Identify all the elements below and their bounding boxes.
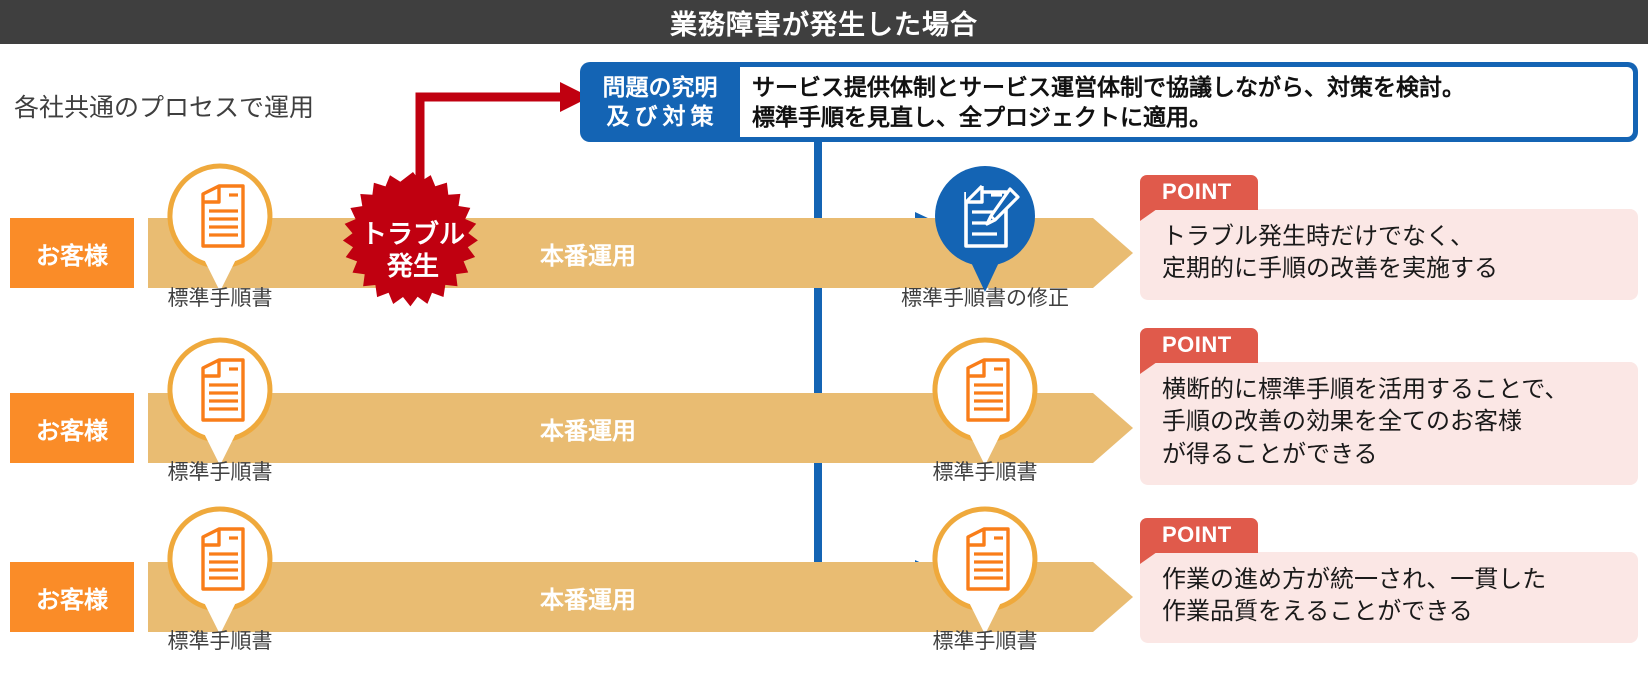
point-tag-3: POINT [1140, 518, 1258, 564]
trouble-badge-line2: 発生 [386, 251, 439, 281]
trouble-badge-text: トラブル 発生 [332, 170, 494, 332]
document-icon [932, 337, 1038, 466]
point-2-line3: が得ることができる [1162, 440, 1378, 468]
pin-caption-row3-start: 標準手順書 [167, 630, 273, 653]
left-caption: 各社共通のプロセスで運用 [14, 94, 315, 122]
point-tag-1: POINT [1140, 175, 1258, 221]
process-row-3: お客様 本番運用 [0, 562, 1170, 632]
operation-bar-label-row3: 本番運用 [540, 586, 636, 614]
pin-standard-procedure-row2-end: 標準手順書 [931, 336, 1039, 484]
pin-standard-procedure-row3-end: 標準手順書 [931, 505, 1039, 653]
callout-label: 問題の究明 及び対策 [580, 62, 740, 142]
pin-caption-row2-start: 標準手順書 [167, 461, 273, 484]
point-tag-2: POINT [1140, 328, 1258, 374]
pin-procedure-revision-row1-end: 標準手順書の修正 [901, 162, 1069, 310]
page-title: 業務障害が発生した場合 [670, 9, 978, 40]
point-card-2: POINT 横断的に標準手順を活用することで、 手順の改善の効果を全てのお客様 … [1140, 328, 1638, 486]
document-icon [932, 506, 1038, 635]
starburst-icon [342, 172, 478, 307]
callout-label-line2: 及び対策 [606, 103, 719, 129]
operation-bar-arrowhead-row2 [1093, 393, 1133, 463]
point-3-line1: 作業の進め方が統一され、一貫した [1162, 566, 1547, 593]
process-row-1: お客様 本番運用 [0, 218, 1170, 288]
document-icon [167, 163, 273, 292]
operation-bar-arrowhead-row1 [1093, 218, 1133, 288]
point-2-line2: 手順の改善の効果を全てのお客様 [1162, 408, 1522, 436]
problem-analysis-callout: 問題の究明 及び対策 サービス提供体制とサービス運営体制で協議しながら、対策を検… [580, 62, 1638, 142]
pin-standard-procedure-row1-start: 標準手順書 [166, 162, 274, 310]
callout-body-line2: 標準手順を見直し、全プロジェクトに適用。 [752, 104, 1212, 130]
trouble-occurred-badge: トラブル 発生 [332, 170, 494, 332]
point-card-1: POINT トラブル発生時だけでなく、 定期的に手順の改善を実施する [1140, 175, 1638, 300]
pin-caption-row3-end: 標準手順書 [932, 630, 1038, 653]
operation-bar-row1 [148, 218, 1093, 288]
pin-caption-row1-start: 標準手順書 [167, 287, 273, 310]
pin-standard-procedure-row2-start: 標準手順書 [166, 336, 274, 484]
customer-label-row3: お客様 [10, 562, 134, 632]
callout-body-line1: サービス提供体制とサービス運営体制で協議しながら、対策を検討。 [752, 73, 1465, 100]
customer-label-row1: お客様 [10, 218, 134, 288]
trouble-badge-line1: トラブル [360, 219, 465, 250]
operation-bar-label-row1: 本番運用 [540, 242, 636, 270]
point-body-3: 作業の進め方が統一され、一貫した 作業品質をえることができる [1140, 552, 1638, 643]
document-edit-icon [935, 166, 1035, 292]
customer-label-row2: お客様 [10, 393, 134, 463]
point-2-line1: 横断的に標準手順を活用することで、 [1162, 376, 1569, 403]
point-body-1: トラブル発生時だけでなく、 定期的に手順の改善を実施する [1140, 209, 1638, 300]
document-icon [167, 506, 273, 635]
pin-caption-row2-end: 標準手順書 [932, 461, 1038, 484]
page-title-bar: 業務障害が発生した場合 [0, 0, 1648, 44]
point-card-3: POINT 作業の進め方が統一され、一貫した 作業品質をえることができる [1140, 518, 1638, 643]
pin-standard-procedure-row3-start: 標準手順書 [166, 505, 274, 653]
pin-caption-row1-end: 標準手順書の修正 [901, 287, 1069, 310]
point-3-line2: 作業品質をえることができる [1162, 598, 1473, 626]
operation-bar-arrowhead-row3 [1093, 562, 1133, 632]
callout-label-line1: 問題の究明 [602, 74, 718, 101]
point-1-line1: トラブル発生時だけでなく、 [1162, 223, 1474, 250]
point-1-line2: 定期的に手順の改善を実施する [1162, 255, 1498, 283]
callout-body: サービス提供体制とサービス運営体制で協議しながら、対策を検討。 標準手順を見直し… [740, 67, 1633, 137]
point-body-2: 横断的に標準手順を活用することで、 手順の改善の効果を全てのお客様 が得ることが… [1140, 362, 1638, 486]
operation-bar-label-row2: 本番運用 [540, 417, 636, 445]
document-icon [167, 337, 273, 466]
